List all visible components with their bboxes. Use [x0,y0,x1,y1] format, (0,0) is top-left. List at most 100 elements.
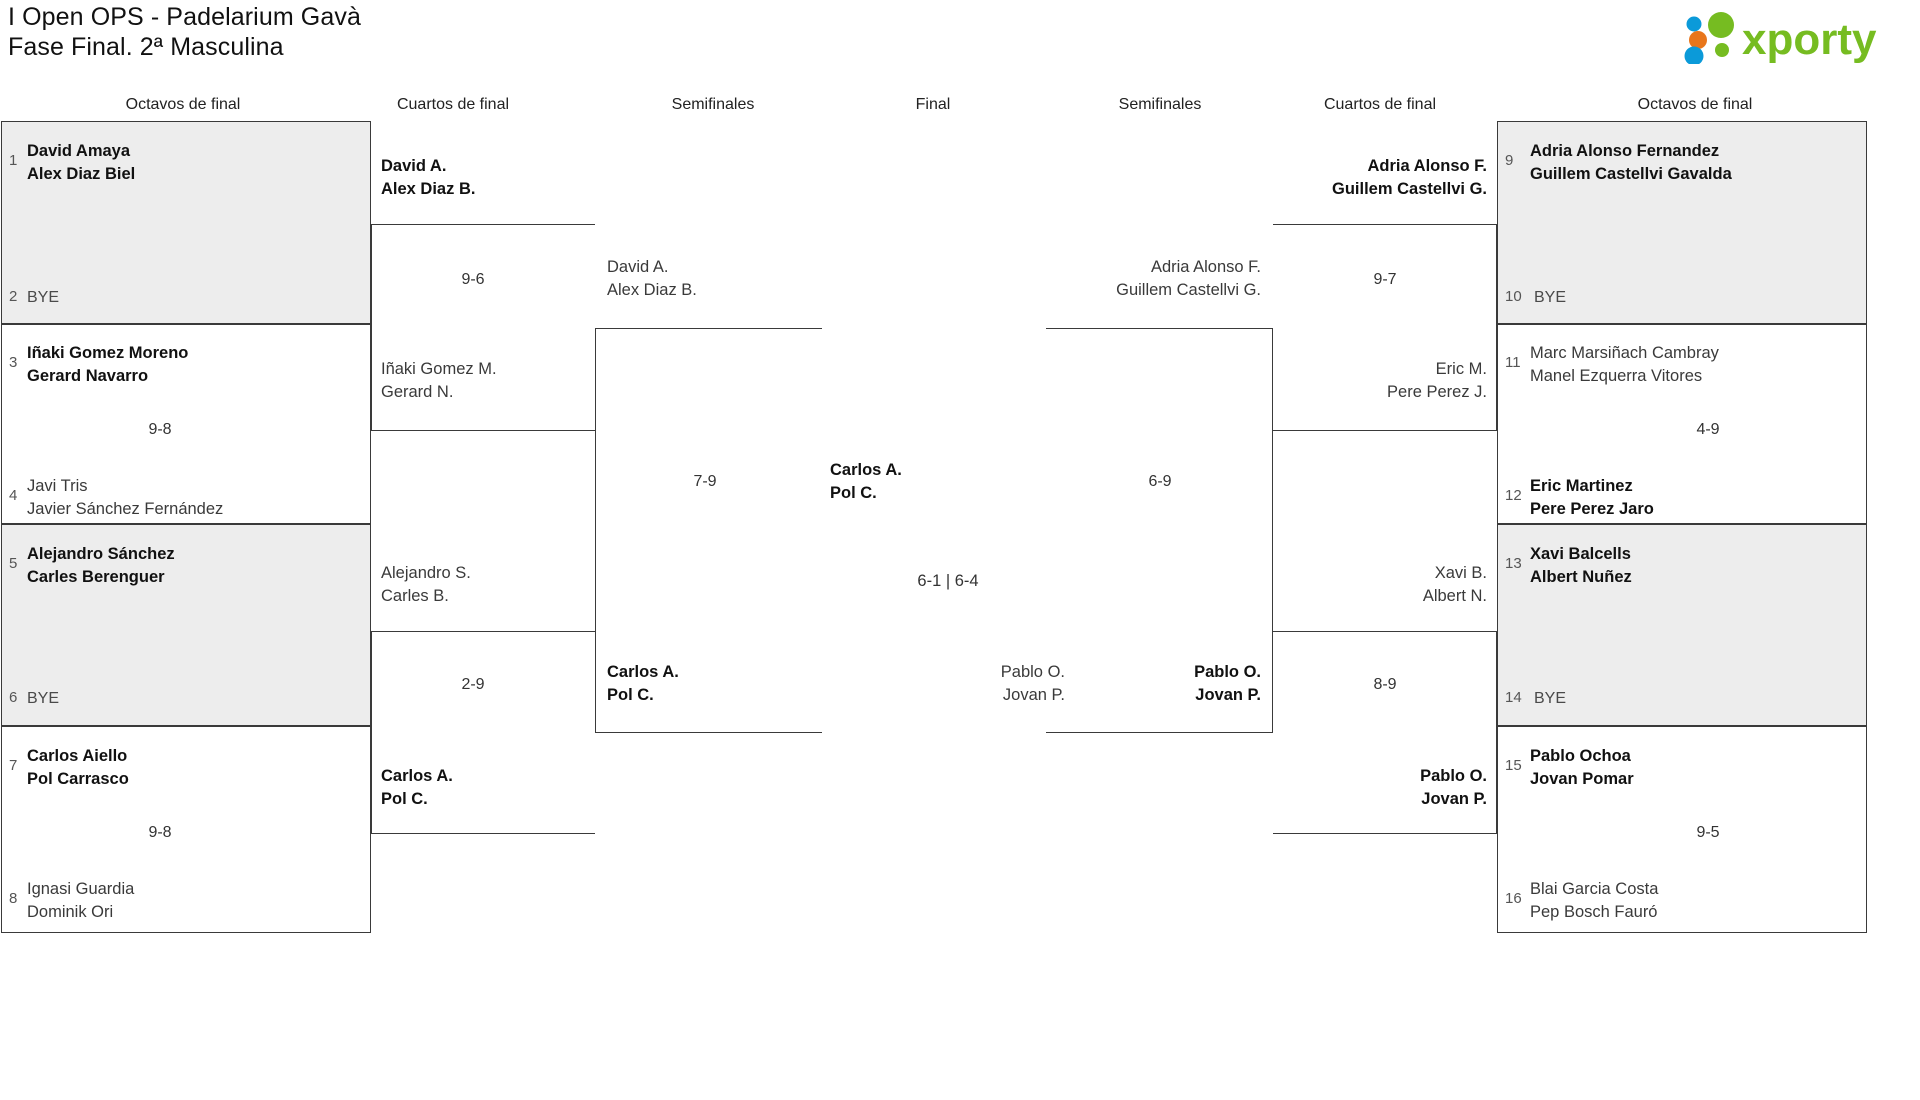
team-player-line1: Pablo O. [1000,663,1065,681]
team-player-line1: Carlos Aiello [27,747,128,765]
team-l-qf-1: David A. Alex Diaz B. [381,155,475,200]
team-player-line1: Xavi B. [1434,564,1487,582]
team-player-line2: Pol C. [381,789,428,808]
team-r-qf-3: Xavi B. Albert N. [1267,562,1487,607]
team-l-r16-3: Iñaki Gomez Moreno Gerard Navarro [27,342,188,387]
team-l-qf-2: Iñaki Gomez M. Gerard N. [381,358,497,403]
team-r-r16-13: Xavi Balcells Albert Nuñez [1530,543,1632,588]
title-block: I Open OPS - Padelarium Gavà Fase Final.… [8,2,361,62]
column-header-semifinales-left: Semifinales [671,96,755,113]
team-l-r16-4: Javi Tris Javier Sánchez Fernández [27,475,223,520]
column-header-semifinales-right: Semifinales [1118,96,1202,113]
seed-number-12: 12 [1505,487,1522,504]
score-r-r16-4: 9-5 [1696,824,1720,841]
seed-number-9: 9 [1505,152,1514,169]
team-player-line2: Carles Berenguer [27,567,165,586]
match-box-r-r16-1[interactable] [1497,121,1867,324]
team-l-r16-1: David Amaya Alex Diaz Biel [27,140,135,185]
team-player-line1: Carlos A. [830,461,902,479]
seed-number-3: 3 [9,354,18,371]
team-player-line1: Iñaki Gomez Moreno [27,344,189,362]
team-final-runner-up: Pablo O. Jovan P. [865,661,1065,706]
team-player-line2: Jovan Pomar [1530,769,1634,788]
team-r-r16-12: Eric Martinez Pere Perez Jaro [1530,475,1654,520]
score-l-sf-1: 7-9 [693,473,717,490]
team-player-line2: Guillem Castellvi G. [1332,179,1487,198]
team-player-line1: Carlos A. [381,767,453,785]
logo-dot-orange [1689,31,1707,49]
team-l-r16-8: Ignasi Guardia Dominik Ori [27,878,134,923]
column-header-cuartos-left: Cuartos de final [396,96,510,113]
seed-number-8: 8 [9,890,18,907]
score-r-qf-1: 9-7 [1373,271,1397,288]
team-final-winner: Carlos A. Pol C. [830,459,902,504]
column-header-final: Final [915,96,951,113]
seed-number-14: 14 [1505,689,1522,706]
team-l-r16-2: BYE [27,289,60,306]
seed-number-11: 11 [1505,354,1521,371]
team-player-line1: Blai Garcia Costa [1530,880,1659,898]
team-player-line2: Jovan P. [1195,685,1261,704]
team-player-line2: Guillem Castellvi Gavalda [1530,164,1732,183]
match-box-l-r16-1[interactable] [1,121,371,324]
team-player-line1: Carlos A. [607,663,679,681]
team-r-r16-10: BYE [1534,289,1567,306]
team-l-qf-4: Carlos A. Pol C. [381,765,453,810]
team-player-line2: Alex Diaz B. [607,280,697,299]
team-player-line1: Alejandro Sánchez [27,545,175,563]
match-box-l-r16-2[interactable] [1,324,371,524]
seed-number-6: 6 [9,689,18,706]
team-player-line2: Alex Diaz Biel [27,164,136,183]
team-player-line2: Albert N. [1422,586,1487,605]
connector-r-sf-1 [1046,328,1273,733]
team-r-sf-2: Pablo O. Jovan P. [1041,661,1261,706]
xporty-logo-svg: xporty [1684,12,1877,66]
seed-number-13: 13 [1505,555,1522,572]
connector-r-qf-1 [1273,224,1497,431]
match-box-l-r16-3[interactable] [1,524,371,726]
team-player-line2: Manel Ezquerra Vitores [1530,366,1703,385]
logo-dot-blue-bottom [1684,46,1704,66]
team-r-r16-16: Blai Garcia Costa Pep Bosch Fauró [1530,878,1658,923]
team-l-sf-2: Carlos A. Pol C. [607,661,679,706]
team-player-line1: Marc Marsiñach Cambray [1530,344,1719,362]
seed-number-15: 15 [1505,757,1522,774]
team-l-r16-5: Alejandro Sánchez Carles Berenguer [27,543,175,588]
score-l-qf-2: 2-9 [461,676,485,693]
match-box-l-r16-4[interactable] [1,726,371,933]
match-box-r-r16-3[interactable] [1497,524,1867,726]
team-player-line2: Guillem Castellvi G. [1116,280,1261,299]
team-player-line1: Adria Alonso Fernandez [1530,142,1720,160]
seed-number-1: 1 [9,152,18,169]
team-player-line1: Adria Alonso F. [1367,157,1487,175]
team-l-sf-1: David A. Alex Diaz B. [607,256,697,301]
connector-r-qf-2 [1273,631,1497,834]
logo-dot-green-large [1708,12,1734,38]
team-player-line1: Pablo Ochoa [1530,747,1631,765]
score-final: 6-1 | 6-4 [917,572,979,590]
team-player-line2: Dominik Ori [27,902,114,921]
score-r-sf-1: 6-9 [1148,473,1172,490]
team-player-line2: Javier Sánchez Fernández [27,499,224,518]
team-r-sf-1: Adria Alonso F. Guillem Castellvi G. [1041,256,1261,301]
match-box-r-r16-2[interactable] [1497,324,1867,524]
logo-dot-green-small [1715,43,1729,57]
match-box-r-r16-4[interactable] [1497,726,1867,933]
seed-number-10: 10 [1505,288,1522,305]
team-player-line1: Adria Alonso F. [1150,258,1261,276]
team-r-qf-1: Adria Alonso F. Guillem Castellvi G. [1267,155,1487,200]
team-player-line1: David A. [381,157,447,175]
team-player-line2: Pere Perez J. [1387,382,1487,401]
connector-l-qf-1 [371,224,595,431]
score-l-qf-1: 9-6 [461,271,485,288]
team-r-r16-15: Pablo Ochoa Jovan Pomar [1530,745,1634,790]
team-player-line2: Pep Bosch Fauró [1530,902,1658,921]
tournament-title: I Open OPS - Padelarium Gavà [8,3,361,31]
team-l-qf-3: Alejandro S. Carles B. [381,562,471,607]
team-player-line1: Javi Tris [27,477,88,495]
team-player-line1: Xavi Balcells [1530,545,1631,563]
team-l-r16-6: BYE [27,690,60,707]
team-player-line1: David Amaya [27,142,131,160]
connector-l-qf-2 [371,631,595,834]
team-player-line2: Jovan P. [1421,789,1487,808]
